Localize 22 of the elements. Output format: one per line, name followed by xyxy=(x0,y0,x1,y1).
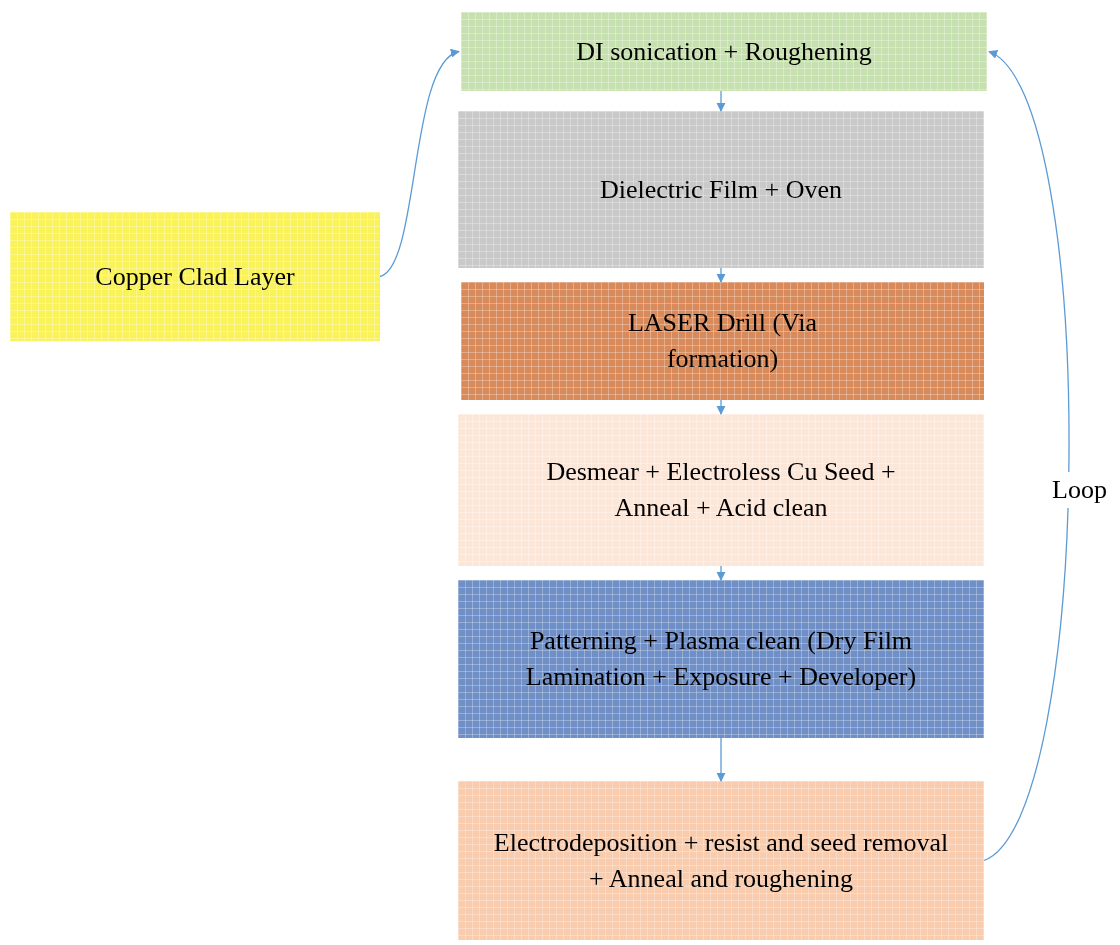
arrow xyxy=(716,90,726,112)
step-text: Patterning + Plasma clean (Dry Film Lamination + Exposure + Developer) xyxy=(524,625,918,693)
arrow xyxy=(716,267,726,283)
step-text: Electrodeposition + resist and seed removal + Anneal and roughening xyxy=(492,826,950,895)
process-box xyxy=(458,111,984,268)
step-text: DI sonication + Roughening xyxy=(576,35,872,68)
process-box xyxy=(10,212,380,341)
process-box xyxy=(458,781,984,940)
arrow xyxy=(716,737,726,782)
step-text: LASER Drill (Via formation) xyxy=(626,307,819,375)
process-box xyxy=(458,414,984,566)
arrow xyxy=(983,50,1070,862)
arrow xyxy=(716,565,726,581)
step-text: Dielectric Film + Oven xyxy=(599,173,843,206)
process-box xyxy=(461,12,987,91)
step-text: Desmear + Electroless Cu Seed + Anneal + Acid clean xyxy=(545,456,897,524)
arrow xyxy=(716,399,726,415)
edge-label: Loop xyxy=(1052,472,1107,508)
arrow xyxy=(379,50,460,278)
process-box xyxy=(461,282,984,400)
step-text: Copper Clad Layer xyxy=(95,260,295,293)
process-box xyxy=(458,580,984,738)
